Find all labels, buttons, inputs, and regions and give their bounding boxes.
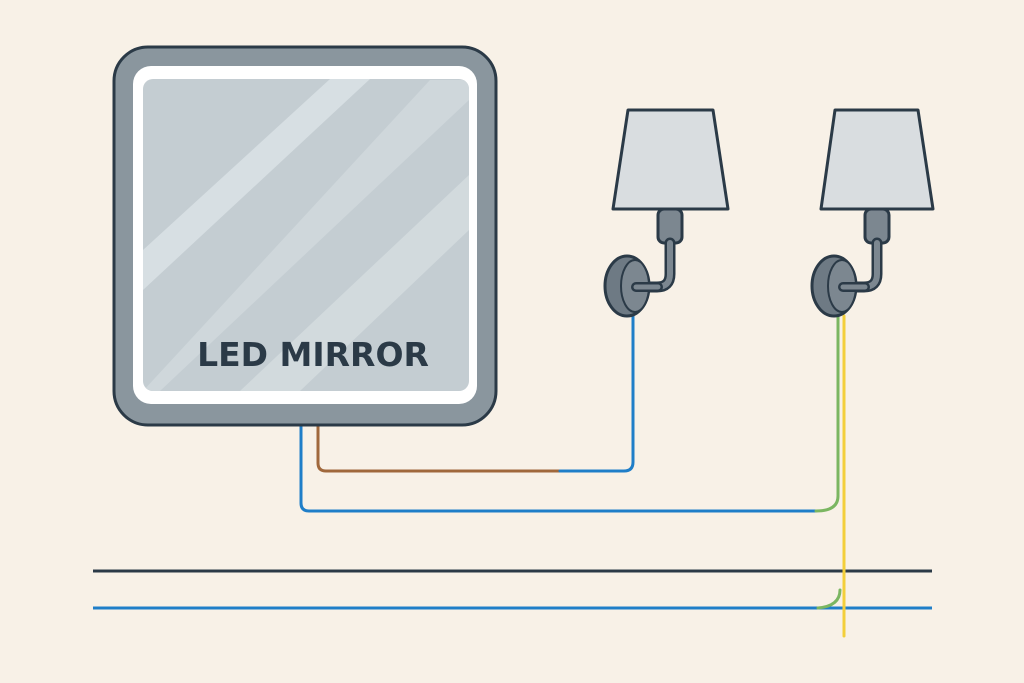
right-sconce	[810, 108, 935, 318]
green-junction	[816, 588, 842, 610]
blue-wire	[299, 423, 818, 513]
mirror-label: LED MIRROR	[197, 335, 429, 374]
glass-reflections	[143, 79, 469, 391]
led-mirror: LED MIRROR	[112, 45, 498, 427]
brown-wire	[316, 423, 562, 473]
green-wire	[814, 314, 840, 513]
brown-blue-wire	[558, 314, 635, 473]
mirror-wiring	[299, 314, 846, 638]
right-lamp-shade	[819, 108, 935, 211]
left-sconce	[603, 108, 730, 318]
left-lamp-shade	[611, 108, 730, 211]
supply-lines	[93, 569, 932, 610]
